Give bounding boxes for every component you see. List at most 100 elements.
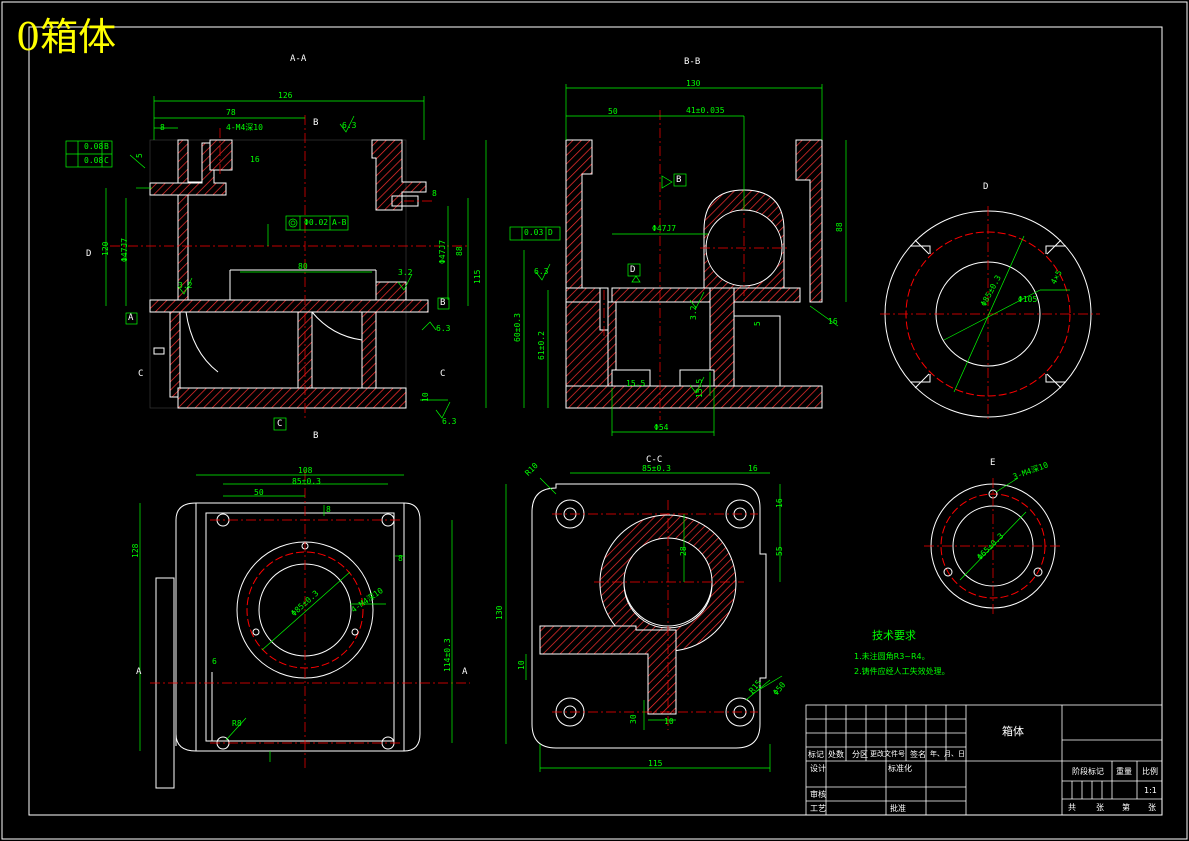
tb-scale: 1:1	[1144, 786, 1157, 795]
aa-centerlines	[110, 115, 470, 420]
title-part-name: 箱体	[1002, 725, 1024, 738]
cc-centerlines	[552, 500, 758, 730]
aa-dim-120: 120	[101, 241, 110, 256]
aa-flat2: 0.08	[84, 156, 104, 165]
tech-line-2: 2.铸件应经人工失效处理。	[854, 667, 950, 676]
aa-bore-left: Φ47J7	[120, 237, 129, 262]
aa-curve-left	[185, 311, 219, 373]
aa-dim-8: 8	[160, 123, 165, 132]
bb-bore: Φ47J7	[652, 224, 677, 233]
bb-dim-60: 60±0.3	[513, 313, 522, 342]
aa-cut-b-bot: B	[313, 431, 319, 441]
title-block-lines	[805, 704, 1163, 816]
aa-flat1: 0.08	[84, 142, 104, 151]
aa-datum-a: A	[128, 313, 134, 323]
tb-shenhe: 审核	[810, 790, 826, 799]
tb-gong: 共	[1068, 803, 1076, 812]
bb-left-wall	[565, 139, 593, 289]
aa-left-wall	[177, 139, 203, 305]
inner-border	[28, 26, 1163, 816]
aa-cut-c-right: C	[440, 369, 446, 379]
aa-dimensions	[65, 96, 487, 431]
tb-gongyi: 工艺	[810, 804, 826, 813]
bb-right-wall	[795, 139, 823, 303]
aa-coax-ref: A-B	[332, 218, 347, 227]
bb-dim-16: 16	[828, 317, 838, 326]
aa-top-left-boss	[149, 142, 227, 196]
bb-dim-54: Φ54	[654, 423, 669, 432]
aa-dim-16: 16	[250, 155, 260, 164]
aa-dim-10: 10	[421, 392, 430, 402]
aa-right-upper	[371, 139, 427, 211]
aa-dim-5: 5	[135, 153, 144, 158]
bb-rough-63: 6.3	[534, 267, 549, 276]
aa-rib-left	[169, 311, 181, 398]
tb-chushu: 处数	[828, 750, 844, 759]
bb-floor2	[611, 287, 801, 303]
view-label-cc: C-C	[646, 455, 663, 465]
tb-zhongliang: 重量	[1116, 767, 1132, 776]
top-dim-8b: 8	[398, 554, 403, 563]
tb-jieduan: 阶段标记	[1072, 767, 1104, 776]
bb-dim-50: 50	[608, 107, 618, 116]
top-dim-85: 85±0.3	[292, 477, 321, 486]
cc-dim-h10: 10	[517, 660, 526, 670]
aa-rough-63: 6.3	[342, 121, 357, 130]
bb-rough-32: 3.2	[689, 305, 698, 320]
view-label-e: E	[990, 458, 996, 468]
tb-zhang2: 张	[1148, 803, 1156, 812]
aa-datum-c: C	[277, 419, 283, 429]
cc-dim-h16: 16	[775, 498, 784, 508]
top-dim-50: 50	[254, 488, 264, 497]
view-label-aa: A-A	[290, 54, 307, 64]
aa-dim-115: 115	[473, 269, 482, 284]
cc-dim-28: 28	[679, 546, 688, 556]
bb-perp-ref: D	[548, 228, 553, 237]
tb-di: 第	[1122, 803, 1130, 812]
top-dim-r8: R8	[232, 719, 242, 728]
aa-bore-right: Φ47J7	[438, 239, 447, 264]
top-dim-8: 8	[326, 505, 331, 514]
d-dims	[943, 235, 1070, 393]
tb-pizhun: 批准	[890, 804, 906, 813]
aa-cut-c-left: C	[138, 369, 144, 379]
aa-coax: Φ0.02	[304, 218, 329, 227]
aa-rough-32a: 3.2	[178, 281, 193, 290]
view-aa	[149, 139, 429, 409]
top-dim-6: 6	[212, 657, 217, 666]
tb-date: 年、月、日	[930, 750, 965, 758]
aa-dim-thread: 4-M4深10	[226, 123, 263, 132]
top-dim-128: 128	[131, 543, 140, 558]
tech-heading: 技术要求	[872, 629, 916, 642]
view-label-bb: B-B	[684, 57, 701, 67]
bb-dim-61: 61±0.2	[537, 331, 546, 360]
aa-dim-88: 88	[455, 246, 464, 256]
drawing-title: 0箱体	[16, 15, 117, 59]
view-bb	[565, 139, 823, 409]
cc-dim-115: 115	[648, 759, 663, 768]
aa-dim-80: 80	[298, 262, 308, 271]
cc-dims	[505, 472, 783, 772]
cc-dim-130: 130	[495, 605, 504, 620]
top-dim-108: 108	[298, 466, 313, 475]
tb-wenjian: 更改文件号	[870, 750, 905, 758]
aa-right-lower	[375, 281, 407, 303]
bb-dim-155a: 15.5	[626, 379, 646, 388]
aa-cut-b-top: B	[313, 118, 319, 128]
tb-bili: 比例	[1142, 767, 1158, 776]
cc-dim-10: 10	[664, 717, 674, 726]
d-dim-105: Φ105	[1018, 295, 1038, 304]
aa-dim-d8: 8	[432, 189, 437, 198]
tb-fenqu: 分区	[852, 750, 868, 759]
aa-flat2-ref: C	[104, 156, 109, 165]
bb-datum-b: B	[676, 175, 682, 185]
bb-dim-5: 5	[753, 321, 762, 326]
aa-rough-63c: 6.3	[442, 417, 457, 426]
bb-dim-155b: 15.5	[695, 378, 704, 398]
bb-dimensions	[509, 84, 847, 436]
tb-biaozhunhua: 标准化	[888, 764, 912, 773]
bb-centerlines	[603, 110, 790, 420]
